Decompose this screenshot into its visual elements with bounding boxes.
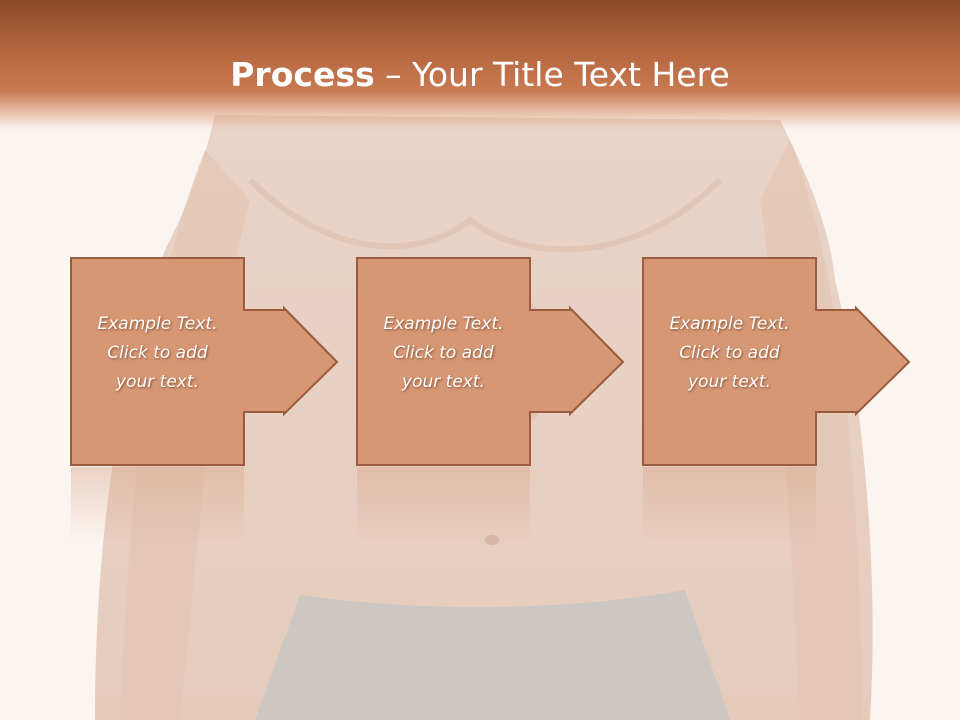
- step-2-reflection: [357, 467, 530, 542]
- step-2-arrow-shape[interactable]: [356, 257, 625, 466]
- step-2-textbox[interactable]: Example Text. Click to add your text.: [357, 258, 530, 465]
- step-1-text: Example Text. Click to add your text.: [71, 310, 244, 397]
- step-1-textbox[interactable]: Example Text. Click to add your text.: [71, 258, 244, 465]
- step-3-reflection: [643, 467, 816, 542]
- slide-title[interactable]: Process – Your Title Text Here: [0, 52, 960, 98]
- step-1-reflection: [71, 467, 244, 542]
- title-band: [0, 0, 960, 130]
- step-2-text: Example Text. Click to add your text.: [357, 310, 530, 397]
- step-3-text: Example Text. Click to add your text.: [643, 310, 816, 397]
- step-3-arrow-shape[interactable]: [642, 257, 911, 466]
- step-1-line-3: your text.: [116, 372, 199, 392]
- step-3-line-1: Example Text.: [669, 314, 790, 334]
- title-rest: – Your Title Text Here: [374, 55, 730, 94]
- step-2-line-3: your text.: [402, 372, 485, 392]
- title-bold: Process: [230, 55, 375, 94]
- step-3-line-2: Click to add: [679, 343, 780, 363]
- step-2-line-1: Example Text.: [383, 314, 504, 334]
- step-1-line-2: Click to add: [107, 343, 208, 363]
- step-1-line-1: Example Text.: [97, 314, 218, 334]
- step-3-textbox[interactable]: Example Text. Click to add your text.: [643, 258, 816, 465]
- step-2-line-2: Click to add: [393, 343, 494, 363]
- step-1-arrow-shape[interactable]: [70, 257, 339, 466]
- step-3-line-3: your text.: [688, 372, 771, 392]
